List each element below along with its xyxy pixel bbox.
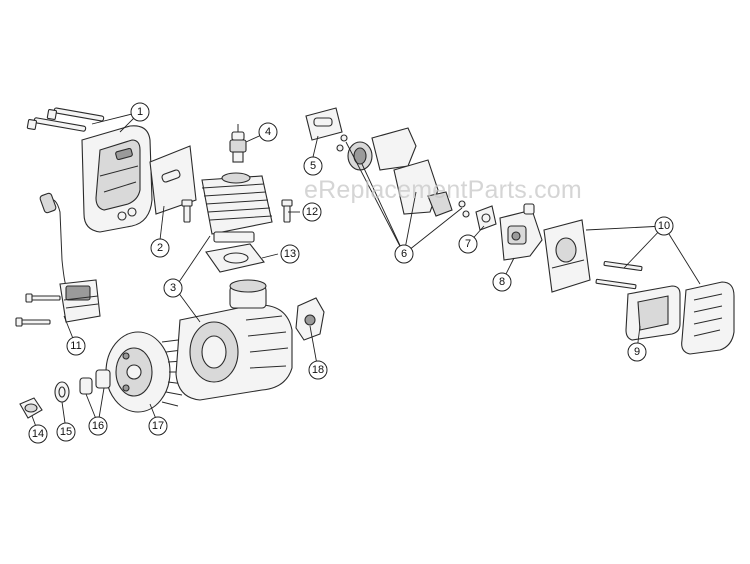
air-filter-element <box>625 285 681 341</box>
muffler-gasket <box>149 145 197 215</box>
callout-12: 12 <box>302 202 322 222</box>
callout-1-label: 1 <box>137 106 143 118</box>
callout-5: 5 <box>303 156 323 176</box>
callout-9: 9 <box>627 342 647 362</box>
muffler-bolts <box>26 107 105 132</box>
callout-13-label: 13 <box>284 248 296 260</box>
callout-3-label: 3 <box>170 282 176 294</box>
callout-5-label: 5 <box>310 160 316 172</box>
air-filter-screws <box>595 260 643 290</box>
callout-7-label: 7 <box>465 238 471 250</box>
callout-16-label: 16 <box>92 420 104 432</box>
callout-9-label: 9 <box>634 346 640 358</box>
callout-13: 13 <box>280 244 300 264</box>
callout-18: 18 <box>308 360 328 380</box>
flywheel-nut <box>19 397 43 419</box>
callout-10: 10 <box>654 216 674 236</box>
cover-plate <box>295 297 325 341</box>
callout-7: 7 <box>458 234 478 254</box>
callout-12-label: 12 <box>306 206 318 218</box>
intake-manifold <box>347 127 470 218</box>
callout-14-label: 14 <box>32 428 44 440</box>
coil-screws <box>15 293 61 327</box>
air-filter-cover <box>681 281 735 355</box>
callout-4: 4 <box>258 122 278 142</box>
callout-10-label: 10 <box>658 220 670 232</box>
callout-11-label: 11 <box>70 340 81 352</box>
spark-plug <box>229 124 247 163</box>
callout-11: 11 <box>66 336 86 356</box>
cylinder-gasket <box>205 243 265 273</box>
air-filter-housing <box>543 219 591 293</box>
callout-8-label: 8 <box>499 276 505 288</box>
crankcase <box>175 279 293 401</box>
flywheel <box>105 331 185 413</box>
callout-16: 16 <box>88 416 108 436</box>
spacer-sleeves <box>79 369 111 395</box>
cylinder-bolts <box>181 199 293 223</box>
callout-4-label: 4 <box>265 126 271 138</box>
callout-2: 2 <box>150 238 170 258</box>
watermark-text: eReplacementParts.com <box>304 176 582 204</box>
callout-15-label: 15 <box>60 426 72 438</box>
carb-gasket <box>475 205 497 231</box>
callout-2-label: 2 <box>157 242 163 254</box>
callout-17: 17 <box>148 416 168 436</box>
muffler-part <box>81 125 153 233</box>
carburetor <box>499 203 543 261</box>
callout-1: 1 <box>130 102 150 122</box>
callout-15: 15 <box>56 422 76 442</box>
callout-6-label: 6 <box>401 248 407 260</box>
callout-14: 14 <box>28 424 48 444</box>
callout-18-label: 18 <box>312 364 324 376</box>
callout-17-label: 17 <box>152 420 164 432</box>
callout-6: 6 <box>394 244 414 264</box>
washer <box>54 381 70 403</box>
callout-8: 8 <box>492 272 512 292</box>
callout-3: 3 <box>163 278 183 298</box>
ignition-coil <box>39 192 101 323</box>
intake-gasket <box>305 107 348 152</box>
cylinder-part <box>201 172 273 243</box>
